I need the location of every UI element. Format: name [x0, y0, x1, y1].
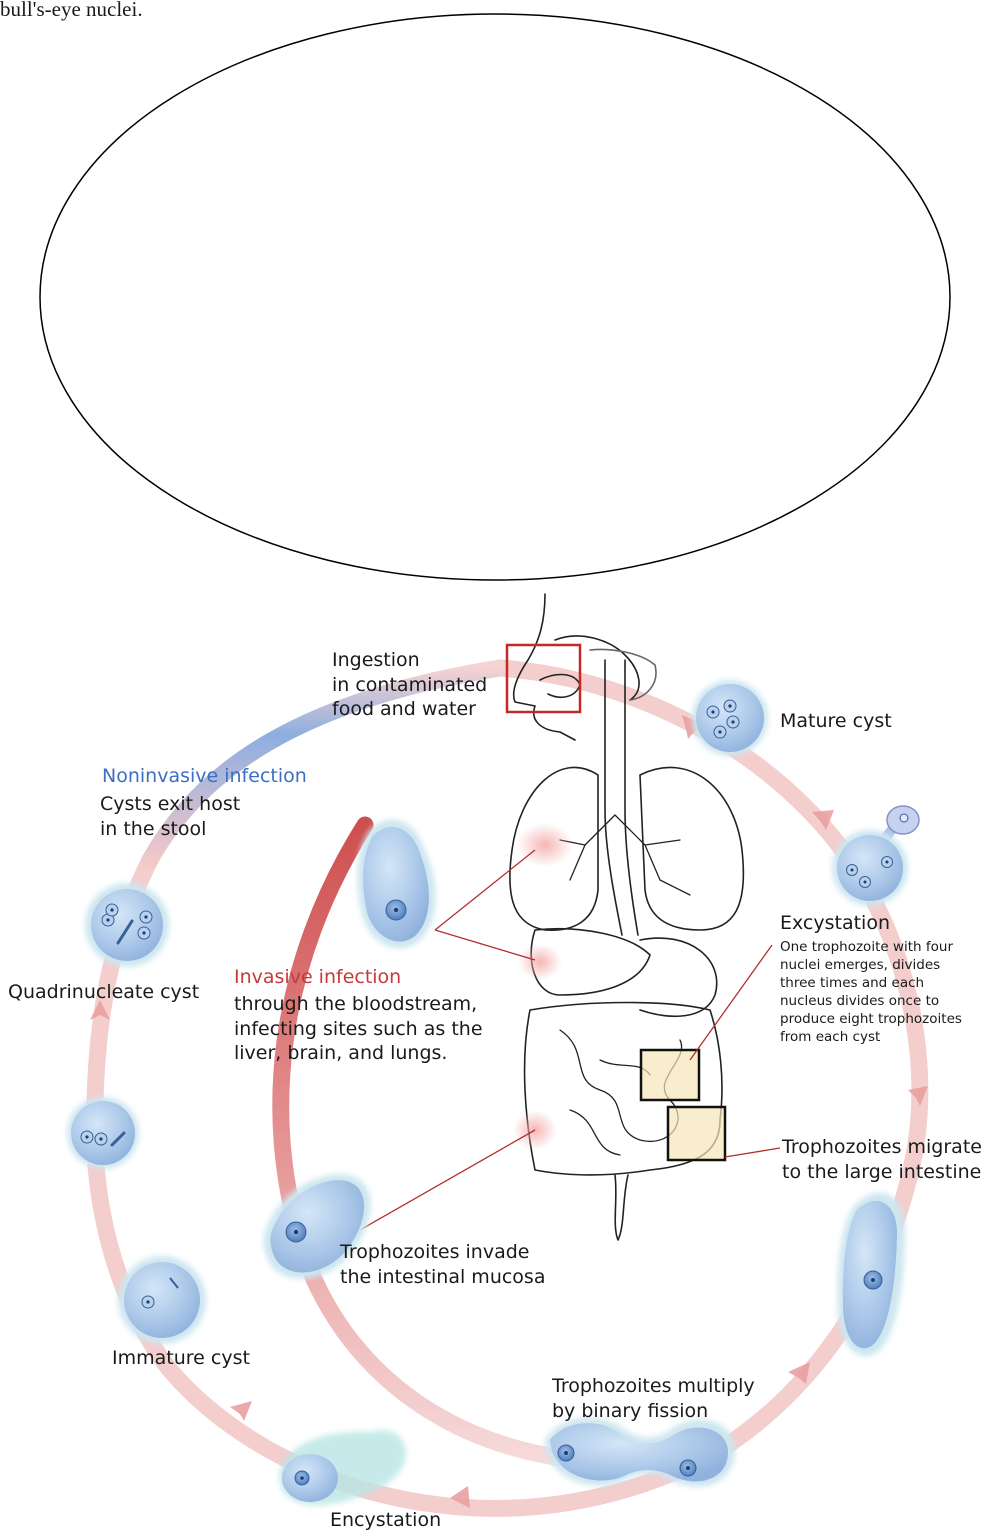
multiply-line-2: by binary fission: [552, 1399, 755, 1424]
invade-line-2: the intestinal mucosa: [340, 1265, 545, 1290]
excystation-text: One trophozoite with four nuclei emerges…: [780, 939, 962, 1047]
excystation-line-1: One trophozoite with four: [780, 939, 962, 957]
ingestion-line-2: in contaminated: [332, 673, 487, 698]
quadrinucleate-cyst-organism: [85, 883, 169, 967]
top-note: bull's-eye nuclei.: [0, 0, 143, 23]
large-intestine-highlight-box: [668, 1107, 725, 1160]
bloodstream-trophozoite-organism: [357, 820, 435, 949]
invade-line-1: Trophozoites invade: [340, 1240, 545, 1265]
excystation-line-6: from each cyst: [780, 1029, 962, 1047]
excystation-line-2: nuclei emerges, divides: [780, 957, 962, 975]
excystation-line-4: nucleus divides once to: [780, 993, 962, 1011]
invasive-text: through the bloodstream, infecting sites…: [234, 992, 483, 1066]
immature-cyst-label: Immature cyst: [112, 1346, 250, 1371]
noninvasive-text: Cysts exit host in the stool: [100, 792, 240, 841]
encystation-label: Encystation: [330, 1508, 441, 1533]
lung-infection-blush: [517, 823, 573, 867]
excysting-cyst-organism: [832, 806, 919, 906]
immature-cyst-organism: [118, 1256, 206, 1344]
migrate-line-2: to the large intestine: [782, 1160, 982, 1185]
ingestion-label: Ingestion in contaminated food and water: [332, 648, 487, 722]
multiply-line-1: Trophozoites multiply: [552, 1374, 755, 1399]
excystation-line-3: three times and each: [780, 975, 962, 993]
invade-label: Trophozoites invade the intestinal mucos…: [340, 1240, 545, 1289]
small-intestine-highlight-box: [641, 1050, 699, 1100]
invasive-line-1: through the bloodstream,: [234, 992, 483, 1017]
migrate-label: Trophozoites migrate to the large intest…: [782, 1135, 982, 1184]
ingestion-line-3: food and water: [332, 697, 487, 722]
mature-cyst-organism: [692, 680, 768, 756]
excystation-title: Excystation: [780, 911, 890, 936]
quadrinucleate-cyst-label: Quadrinucleate cyst: [8, 980, 199, 1005]
noninvasive-line-1: Cysts exit host: [100, 792, 240, 817]
binucleate-cyst-organism: [67, 1097, 139, 1169]
liver-infection-blush: [518, 944, 562, 980]
invasive-title: Invasive infection: [234, 965, 401, 990]
invasive-line-3: liver, brain, and lungs.: [234, 1041, 483, 1066]
noninvasive-title: Noninvasive infection: [102, 764, 307, 789]
invasive-line-2: infecting sites such as the: [234, 1017, 483, 1042]
mature-cyst-label: Mature cyst: [780, 709, 892, 734]
migrate-line-1: Trophozoites migrate: [782, 1135, 982, 1160]
ingestion-line-1: Ingestion: [332, 648, 487, 673]
excystation-line-5: produce eight trophozoites: [780, 1011, 962, 1029]
multiply-label: Trophozoites multiply by binary fission: [552, 1374, 755, 1423]
noninvasive-line-2: in the stool: [100, 817, 240, 842]
migrating-trophozoite-organism: [838, 1193, 905, 1357]
blank-ellipse: [40, 14, 950, 580]
